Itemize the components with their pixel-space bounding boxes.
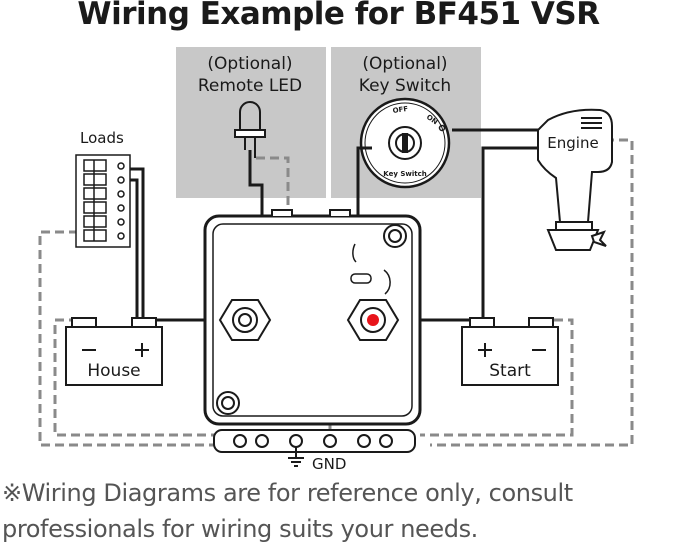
- indicator-led: [367, 314, 379, 326]
- vsr-relay-body: [203, 209, 422, 426]
- optional-key-label-line2: Key Switch: [359, 76, 451, 96]
- optional-led-label-line2: Remote LED: [198, 76, 302, 96]
- gnd-label: GND: [312, 455, 346, 470]
- footnote-line-1: ※Wiring Diagrams are for reference only,…: [2, 479, 573, 507]
- footnote-line-2: professionals for wiring suits your need…: [2, 515, 478, 543]
- house-terminal-stud: [218, 299, 272, 341]
- wiring-diagram: (Optional) Remote LED (Optional) Key Swi…: [38, 47, 634, 470]
- engine-label: Engine: [547, 134, 598, 152]
- house-battery-label: House: [87, 361, 140, 381]
- start-battery-label: Start: [489, 361, 531, 381]
- ground-bus-bar: [213, 429, 416, 453]
- remote-led-icon: [234, 101, 266, 158]
- page-title: Wiring Example for BF451 VSR: [77, 0, 600, 32]
- key-switch-name-mark: Key Switch: [383, 170, 426, 178]
- ground-symbol-icon: [288, 447, 304, 467]
- key-switch-off-mark: OFF: [392, 105, 409, 115]
- loads-fuse-panel-icon: [75, 154, 131, 248]
- loads-label: Loads: [80, 129, 124, 147]
- start-battery-icon: [461, 317, 559, 386]
- disclaimer-footnote: ※Wiring Diagrams are for reference only,…: [2, 475, 677, 547]
- engine-icon: [537, 108, 613, 251]
- optional-key-label-line1: (Optional): [362, 54, 447, 74]
- optional-led-label-line1: (Optional): [207, 54, 292, 74]
- key-switch-icon: [359, 97, 451, 189]
- house-battery-icon: [65, 317, 163, 386]
